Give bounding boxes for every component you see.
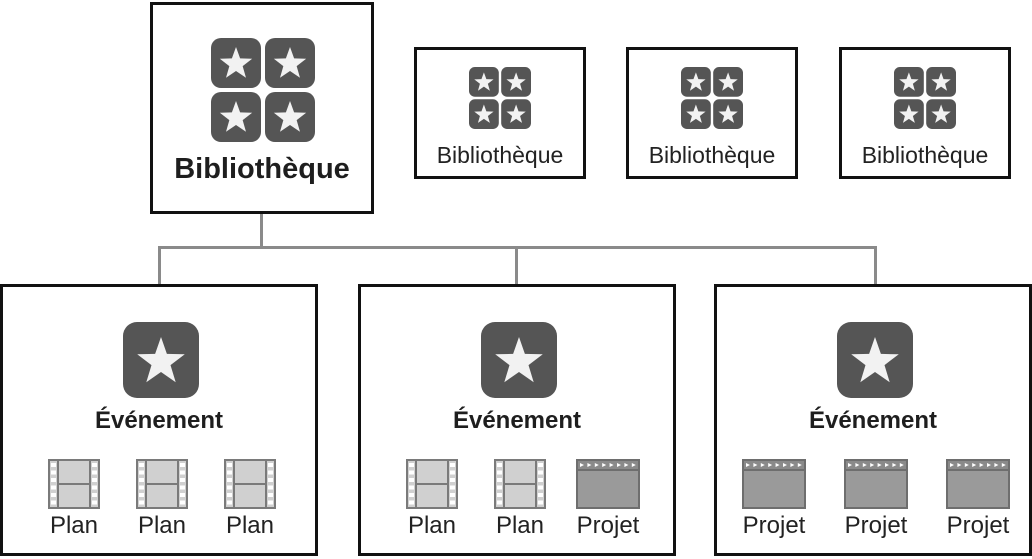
event-star-glyph: [481, 322, 557, 398]
event-label: Événement: [808, 407, 938, 434]
clapperboard-glyph: [844, 459, 908, 509]
library-icon-grid: [211, 38, 315, 142]
connector-event-1: [158, 246, 161, 284]
connector-event-3: [874, 246, 877, 284]
event-star-icon: [481, 322, 557, 398]
filmstrip-glyph: [494, 459, 546, 509]
library-icon: [469, 67, 531, 129]
event-box: Événement Plan Plan Plan: [0, 284, 318, 556]
clip-item: Plan: [114, 459, 210, 540]
clip-item: Plan: [472, 459, 568, 540]
clapperboard-icon: [946, 459, 1010, 509]
library-box-small: Bibliothèque: [414, 47, 586, 179]
library-icon: [211, 38, 315, 142]
event-star-glyph: [837, 322, 913, 398]
project-item: Projet: [726, 459, 822, 540]
library-box-small: Bibliothèque: [839, 47, 1011, 179]
library-icon: [894, 67, 956, 129]
item-label: Plan: [49, 512, 99, 539]
filmstrip-glyph: [406, 459, 458, 509]
library-label: Bibliothèque: [648, 142, 776, 168]
library-icon: [681, 67, 743, 129]
event-star-glyph: [123, 322, 199, 398]
project-item: Projet: [560, 459, 656, 540]
item-label: Projet: [742, 512, 806, 539]
filmstrip-icon: [494, 459, 546, 509]
event-box: Événement Plan Plan Projet: [358, 284, 676, 556]
project-item: Projet: [828, 459, 924, 540]
library-label: Bibliothèque: [436, 142, 564, 168]
event-star-icon: [123, 322, 199, 398]
item-label: Plan: [225, 512, 275, 539]
library-box-small: Bibliothèque: [626, 47, 798, 179]
event-star-icon: [837, 322, 913, 398]
connector-library-stem: [260, 214, 263, 248]
event-label: Événement: [452, 407, 582, 434]
library-label: Bibliothèque: [861, 142, 989, 168]
item-label: Plan: [137, 512, 187, 539]
item-label: Plan: [495, 512, 545, 539]
item-label: Projet: [946, 512, 1010, 539]
clapperboard-icon: [844, 459, 908, 509]
library-icon-grid: [894, 67, 956, 129]
clapperboard-glyph: [576, 459, 640, 509]
filmstrip-glyph: [48, 459, 100, 509]
filmstrip-icon: [136, 459, 188, 509]
clapperboard-icon: [576, 459, 640, 509]
connector-event-2: [515, 246, 518, 284]
filmstrip-icon: [224, 459, 276, 509]
filmstrip-glyph: [224, 459, 276, 509]
library-label: Bibliothèque: [174, 153, 350, 185]
project-item: Projet: [930, 459, 1026, 540]
item-label: Projet: [844, 512, 908, 539]
clip-item: Plan: [26, 459, 122, 540]
filmstrip-glyph: [136, 459, 188, 509]
library-box: Bibliothèque: [150, 2, 374, 214]
clip-item: Plan: [384, 459, 480, 540]
filmstrip-icon: [48, 459, 100, 509]
clip-item: Plan: [202, 459, 298, 540]
library-icon-grid: [681, 67, 743, 129]
filmstrip-icon: [406, 459, 458, 509]
event-label: Événement: [94, 407, 224, 434]
clapperboard-glyph: [946, 459, 1010, 509]
clapperboard-glyph: [742, 459, 806, 509]
item-label: Plan: [407, 512, 457, 539]
event-box: Événement Projet Projet Projet: [714, 284, 1032, 556]
library-icon-grid: [469, 67, 531, 129]
clapperboard-icon: [742, 459, 806, 509]
item-label: Projet: [576, 512, 640, 539]
